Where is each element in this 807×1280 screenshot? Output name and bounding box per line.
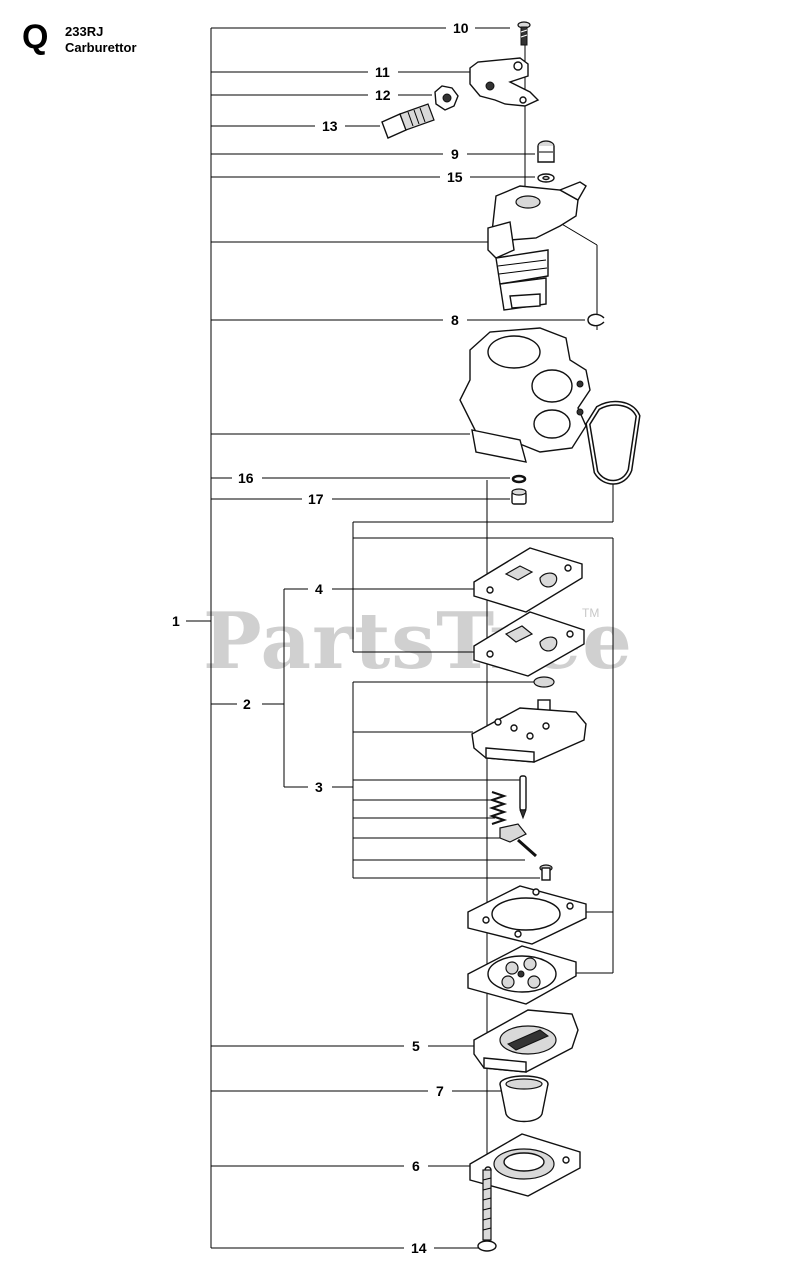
intake-gasket	[585, 400, 641, 485]
callout-10: 10	[453, 20, 469, 36]
part-7-primer-bulb	[499, 1075, 549, 1123]
header-section-letter: Q	[22, 18, 49, 56]
part-4-pump-diaphragm	[473, 611, 585, 677]
watermark-trademark: TM	[582, 606, 600, 620]
part-8-clip	[587, 313, 605, 327]
carburettor-body	[459, 327, 591, 463]
part-3-needle	[519, 775, 527, 820]
callout-12: 12	[375, 87, 391, 103]
callout-9: 9	[451, 146, 459, 162]
part-11-lever	[469, 57, 540, 107]
part-10-screw	[517, 21, 531, 46]
metering-diaphragm	[467, 945, 577, 1005]
callout-5: 5	[412, 1038, 420, 1054]
callout-17: 17	[308, 491, 324, 507]
callout-13: 13	[322, 118, 338, 134]
part-13-adjuster-screw	[381, 103, 435, 139]
part-3-lever	[499, 823, 527, 843]
part-16-o-ring	[511, 474, 527, 484]
part-17-plug	[511, 488, 527, 505]
header-title: Carburettor	[65, 40, 137, 55]
callout-2: 2	[243, 696, 251, 712]
callout-16: 16	[238, 470, 254, 486]
part-4-pump-gasket	[473, 547, 583, 613]
throttle-assembly	[487, 181, 587, 311]
part-3-screw	[539, 864, 553, 881]
part-3-pin	[517, 838, 537, 858]
part-15-washer	[537, 173, 555, 183]
leader-lines	[186, 27, 614, 1249]
part-6-primer-cover	[469, 1133, 581, 1197]
callout-1: 1	[172, 613, 180, 629]
callout-3: 3	[315, 779, 323, 795]
part-3-pump-cover	[471, 676, 587, 763]
callout-6: 6	[412, 1158, 420, 1174]
header-model: 233RJ	[65, 24, 104, 39]
part-5-cover	[473, 1009, 579, 1073]
callout-15: 15	[447, 169, 463, 185]
part-9-screw	[537, 140, 555, 163]
callout-labels: 10 11 12 13 9 15 8 16 17 4 1 2 3 5 7 6 1…	[172, 20, 469, 1256]
callout-4: 4	[315, 581, 323, 597]
metering-gasket	[467, 885, 587, 945]
callout-7: 7	[436, 1083, 444, 1099]
callout-11: 11	[375, 64, 390, 80]
part-12-nut	[434, 85, 459, 111]
part-14-screw	[477, 1169, 497, 1252]
part-3-spring	[488, 791, 508, 825]
callout-14: 14	[411, 1240, 427, 1256]
callout-8: 8	[451, 312, 459, 328]
